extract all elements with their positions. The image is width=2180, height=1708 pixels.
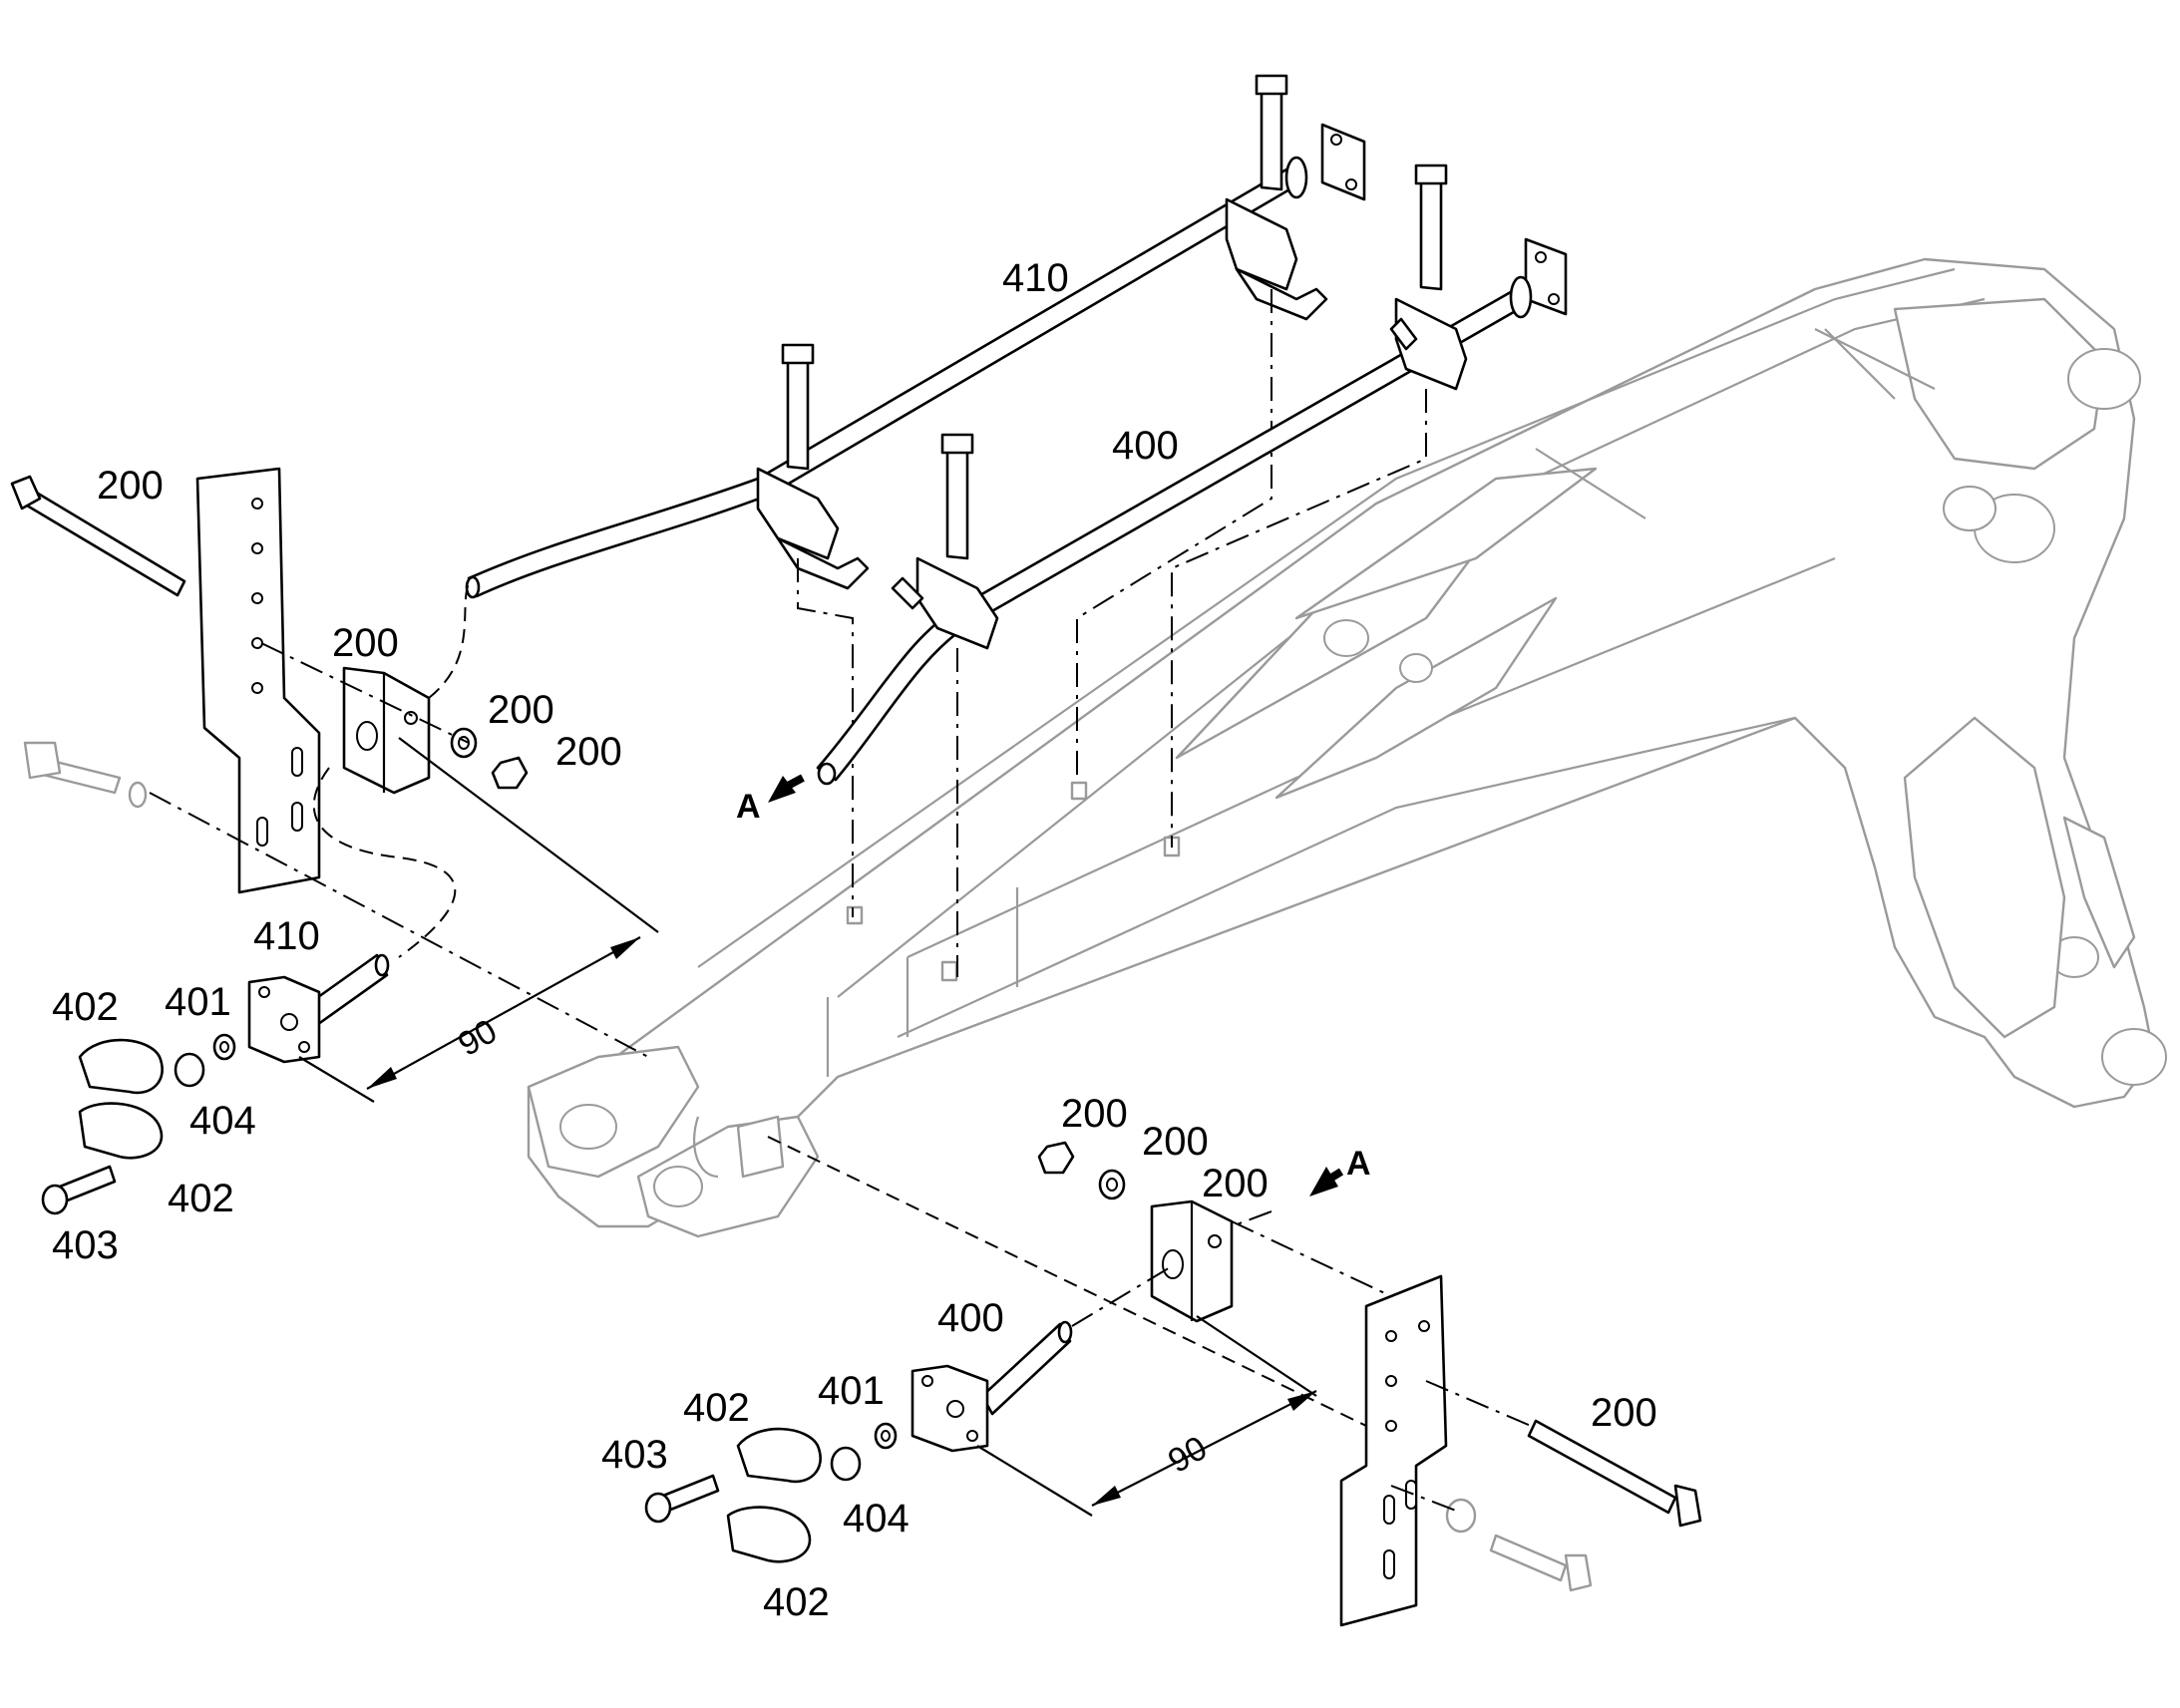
view-arrow-a-left <box>768 774 805 803</box>
label-200-e: 200 <box>1061 1092 1128 1136</box>
pipe-400 <box>816 164 1568 977</box>
label-400-bottom: 400 <box>937 1296 1004 1340</box>
label-200-c: 200 <box>488 688 554 732</box>
label-410-top: 410 <box>1002 256 1069 300</box>
label-402-a: 402 <box>52 985 119 1029</box>
label-200-f: 200 <box>1142 1120 1209 1164</box>
label-402-c: 402 <box>683 1386 750 1430</box>
dimension-90-right: 90 <box>1162 1429 1214 1481</box>
view-marker-a-right: A <box>1346 1145 1371 1183</box>
label-404-b: 404 <box>843 1497 909 1540</box>
label-401-b: 401 <box>818 1369 885 1413</box>
label-200-h: 200 <box>1591 1391 1657 1435</box>
view-marker-a-left: A <box>736 788 761 826</box>
label-200-g: 200 <box>1202 1162 1269 1205</box>
label-200-b: 200 <box>332 621 399 665</box>
label-403-a: 403 <box>52 1223 119 1267</box>
label-400-top: 400 <box>1112 424 1179 468</box>
right-bracket-assembly <box>644 1136 1702 1627</box>
label-402-b: 402 <box>168 1177 234 1220</box>
label-401-a: 401 <box>165 980 231 1024</box>
label-403-b: 403 <box>601 1433 668 1477</box>
dimension-90-left: 90 <box>452 1012 504 1064</box>
label-200-a: 200 <box>97 464 164 508</box>
label-404-a: 404 <box>189 1099 256 1143</box>
boom-assembly <box>527 257 2167 1238</box>
left-bracket-assembly <box>10 467 659 1215</box>
pipe-410 <box>465 74 1366 917</box>
label-200-d: 200 <box>555 730 622 774</box>
label-402-d: 402 <box>763 1580 830 1624</box>
label-410-left: 410 <box>253 914 320 958</box>
